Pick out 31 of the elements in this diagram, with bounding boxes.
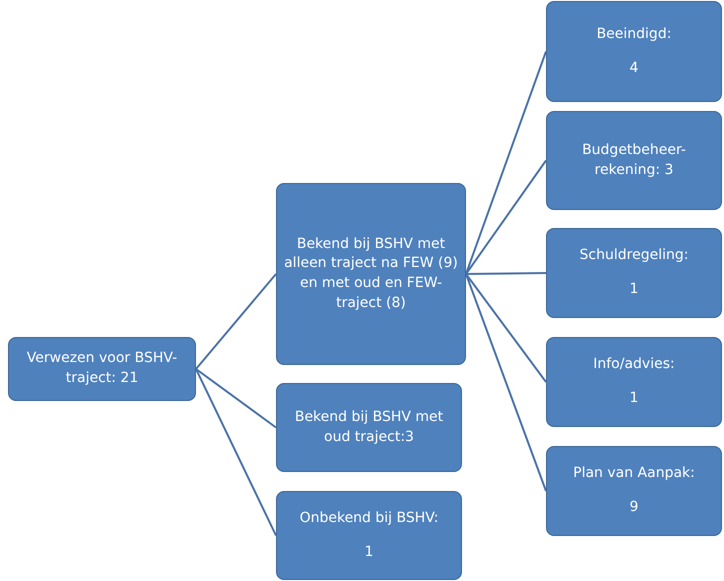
connector-line (466, 272, 546, 275)
process-box (546, 337, 722, 427)
box-text: Onbekend bij BSHV: (300, 508, 438, 528)
box-text: Bekend bij BSHV met oud traject:3 (294, 408, 444, 446)
box-text: 9 (630, 498, 638, 517)
box-text: 4 (630, 58, 638, 78)
process-box (546, 1, 722, 102)
connector-line (465, 160, 547, 275)
connector-line (195, 273, 277, 370)
process-box (276, 383, 462, 472)
box-text: Schuldregeling: (580, 246, 688, 266)
process-box (276, 183, 466, 365)
process-box (8, 337, 196, 401)
process-box (546, 446, 722, 536)
box-text: Beeindigd: (596, 24, 672, 44)
process-box (546, 111, 722, 210)
box-text: Verwezen voor BSHV-traject: 21 (26, 349, 178, 388)
box-text: 1 (630, 389, 638, 408)
box-text: Bekend bij BSHV met alleen traject na FEW (9) en met oud en FEW-traject (8) (283, 234, 459, 313)
process-box (546, 228, 722, 318)
box-text: 1 (630, 280, 638, 299)
connector-line (465, 51, 547, 274)
box-text: 1 (364, 542, 374, 562)
connector-line (465, 273, 547, 383)
connector-line (195, 368, 277, 536)
process-box (276, 491, 462, 580)
box-text: Plan van Aanpak: (573, 464, 695, 484)
box-text: Info/advies: (593, 355, 675, 374)
connector-line (195, 368, 277, 428)
box-text: Budgetbeheer-rekening: 3 (581, 140, 687, 180)
connector-line (465, 274, 547, 492)
